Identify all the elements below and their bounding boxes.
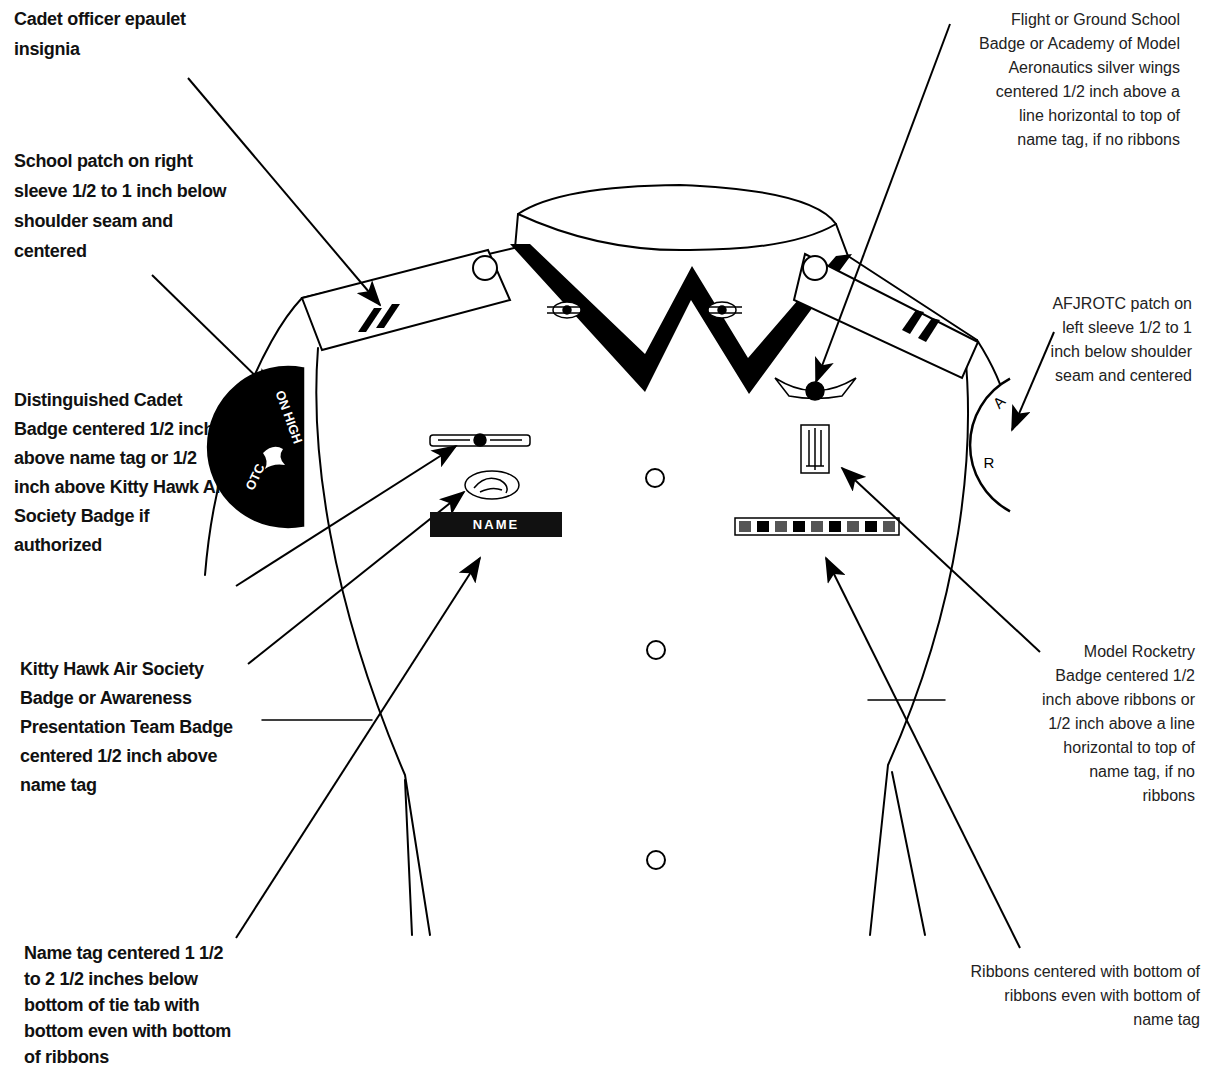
collar-outline	[515, 185, 848, 256]
kitty-hawk-badge	[465, 471, 519, 499]
ribbon	[739, 521, 751, 532]
leader-arrow	[816, 24, 950, 382]
leader-line	[262, 719, 372, 721]
shirt-button	[646, 469, 665, 869]
callout-text: Model Rocketry Badge centered 1/2 inch a…	[1040, 640, 1195, 808]
right-body-side	[870, 352, 968, 935]
patch-shape	[208, 367, 303, 527]
ribbon	[757, 521, 769, 532]
epaulet	[302, 250, 978, 378]
leader-arrow	[826, 558, 1020, 948]
name-tag-text: NAME	[473, 517, 519, 532]
leader-arrow	[842, 468, 1040, 652]
collar-insignia	[547, 302, 742, 318]
ribbon	[883, 521, 895, 532]
collar-band	[518, 214, 836, 250]
leader-arrow	[1012, 332, 1054, 430]
patch-shape	[970, 379, 1010, 512]
ribbon	[793, 521, 805, 532]
name-tag: NAME	[430, 512, 562, 537]
callout-text: Flight or Ground School Badge or Academy…	[975, 8, 1180, 152]
collar-edge	[510, 244, 852, 394]
model-rocketry-badge	[801, 425, 829, 473]
leader-line	[868, 699, 945, 701]
callout-text: Distinguished Cadet Badge centered 1/2 i…	[14, 386, 229, 560]
callout-text: Cadet officer epaulet insignia	[14, 4, 219, 64]
ribbon-bar	[735, 518, 899, 535]
ribbon	[865, 521, 877, 532]
right-sleeve-edge	[977, 340, 1008, 410]
callout-text: Kitty Hawk Air Society Badge or Awarenes…	[20, 655, 240, 800]
callout-text: School patch on right sleeve 1/2 to 1 in…	[14, 146, 229, 266]
leader-arrow	[236, 558, 480, 938]
distinguished-cadet-badge	[430, 434, 530, 446]
left-body-side	[316, 348, 430, 935]
epaulet-insignia	[358, 304, 940, 342]
school-patch-outline	[225, 365, 305, 530]
callout-text: Name tag centered 1 1/2 to 2 1/2 inches …	[24, 940, 239, 1070]
callout-text: Ribbons centered with bottom of ribbons …	[968, 960, 1200, 1032]
left-body-fold	[405, 780, 412, 935]
ribbon	[829, 521, 841, 532]
callout-text: AFJROTC patch on left sleeve 1/2 to 1 in…	[1040, 292, 1192, 388]
afjrotc-patch: AR	[965, 380, 1035, 510]
patch-emblem	[263, 447, 285, 469]
ribbon	[811, 521, 823, 532]
patch-text: R	[984, 455, 995, 470]
right-body-fold	[892, 772, 925, 935]
school-patch: ON HIGHOTC	[225, 365, 305, 530]
ribbon	[847, 521, 859, 532]
ribbon	[775, 521, 787, 532]
